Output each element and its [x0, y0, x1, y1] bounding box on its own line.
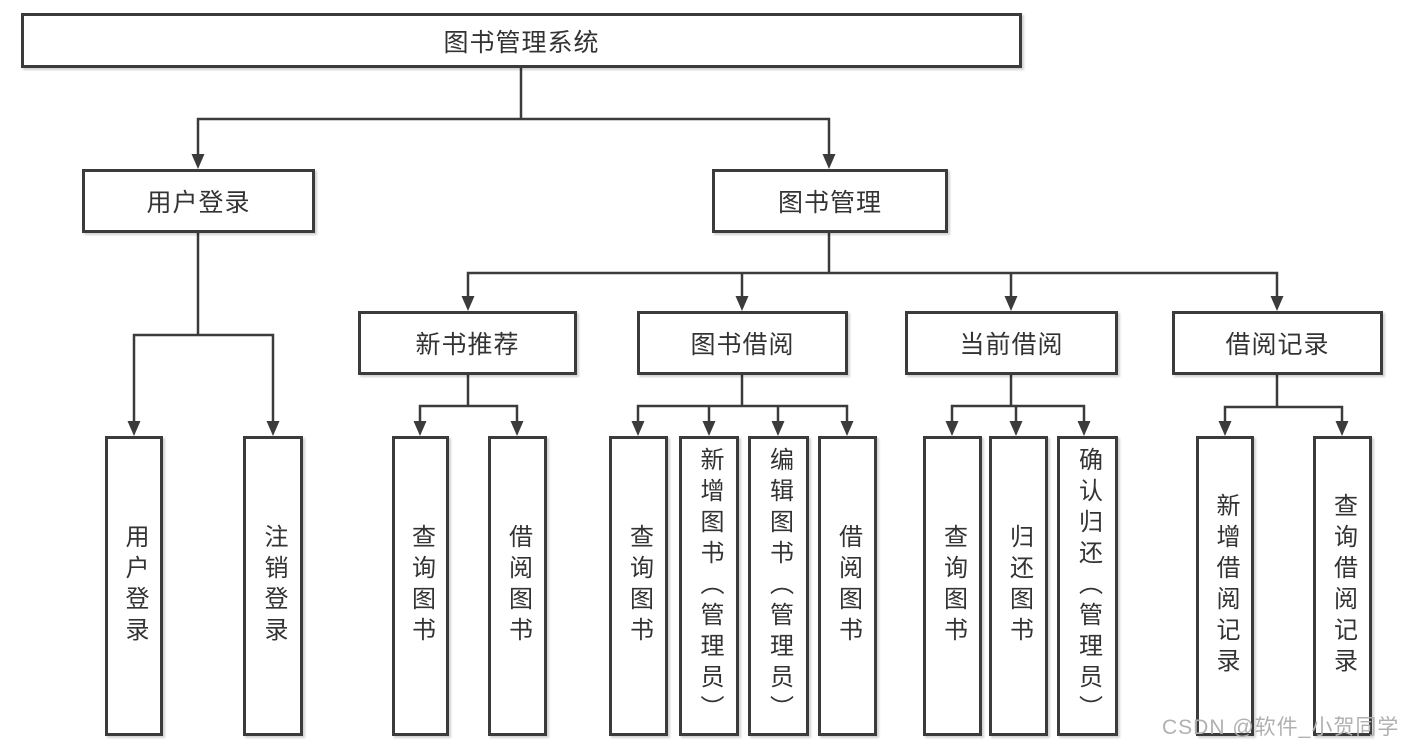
node-leaf-query-books-1: 查询图书 — [392, 436, 449, 736]
leaf-label: 查询图书 — [407, 524, 435, 648]
node-leaf-confirm-return-admin: 确认归还（管理员） — [1057, 436, 1118, 736]
leaf-label: 编辑图书（管理员） — [765, 446, 793, 726]
node-leaf-user-login: 用户登录 — [105, 436, 163, 736]
node-leaf-add-book-admin: 新增图书（管理员） — [679, 436, 739, 736]
leaf-label: 新增借阅记录 — [1212, 493, 1239, 679]
watermark: CSDN @软件_小贺同学 — [1162, 716, 1400, 739]
node-library-management-system: 图书管理系统 — [21, 13, 1022, 68]
node-leaf-query-books-3: 查询图书 — [923, 436, 982, 736]
node-leaf-query-books-2: 查询图书 — [609, 436, 668, 736]
node-current-borrowing: 当前借阅 — [905, 311, 1118, 375]
arrowheads — [127, 154, 1349, 436]
node-leaf-return-books: 归还图书 — [989, 436, 1048, 736]
leaf-label: 查询图书 — [625, 524, 653, 648]
leaf-label: 查询图书 — [939, 524, 967, 648]
node-new-book-recommendation: 新书推荐 — [358, 311, 577, 375]
node-leaf-logout: 注销登录 — [243, 436, 303, 736]
leaf-label: 新增图书（管理员） — [696, 446, 723, 726]
node-leaf-borrow-books-1: 借阅图书 — [488, 436, 547, 736]
node-leaf-query-borrow-record: 查询借阅记录 — [1313, 436, 1372, 736]
node-user-login: 用户登录 — [82, 169, 315, 233]
node-leaf-borrow-books-2: 借阅图书 — [818, 436, 877, 736]
leaf-label: 查询借阅记录 — [1329, 493, 1357, 679]
leaf-label: 注销登录 — [260, 524, 287, 648]
leaf-label: 借阅图书 — [504, 524, 532, 648]
node-book-borrowing: 图书借阅 — [637, 311, 848, 375]
node-borrowing-records: 借阅记录 — [1172, 311, 1383, 375]
node-leaf-add-borrow-record: 新增借阅记录 — [1196, 436, 1254, 736]
leaf-label: 确认归还（管理员） — [1074, 446, 1102, 726]
leaf-label: 借阅图书 — [834, 524, 862, 648]
leaf-label: 归还图书 — [1005, 524, 1033, 648]
leaf-label: 用户登录 — [121, 524, 148, 648]
node-book-management: 图书管理 — [712, 169, 948, 233]
node-leaf-edit-book-admin: 编辑图书（管理员） — [748, 436, 809, 736]
